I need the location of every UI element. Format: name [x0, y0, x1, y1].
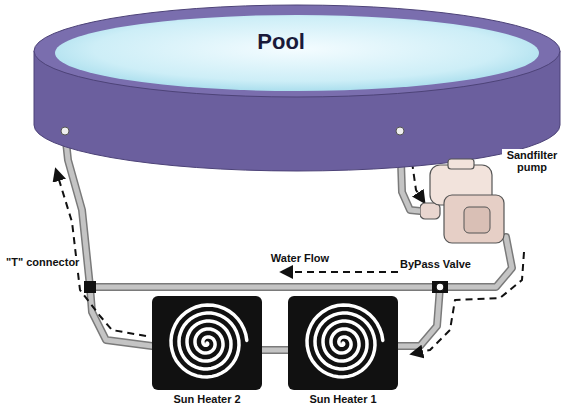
pipe-connector	[56, 132, 152, 346]
pipe-connector	[262, 350, 288, 351]
pump-node: Sandfilter pump	[420, 155, 560, 250]
heater-label: Sun Heater 1	[309, 393, 376, 405]
heater-node: Sun Heater 2	[152, 296, 262, 408]
pipe-connector	[398, 237, 524, 354]
heater-label: Sun Heater 2	[173, 393, 240, 405]
valve-label: ByPass Valve	[398, 258, 473, 270]
pool-illustration	[33, 3, 561, 175]
bypass-valve-knob	[436, 283, 444, 291]
bypass-valve-body	[432, 281, 448, 293]
pool-label: Pool	[257, 29, 305, 55]
flow-label: Water Flow	[269, 252, 331, 264]
connector-label: "T" connector	[4, 256, 81, 268]
pool-node: Pool	[33, 3, 561, 175]
heater-node: Sun Heater 1	[288, 296, 398, 408]
water-flow-arrow	[282, 271, 398, 273]
t-connector-symbol	[84, 281, 96, 293]
solar-heater-panel	[288, 296, 398, 390]
pump-label: Sandfilter pump	[502, 149, 562, 173]
bypass-pipe-outline	[90, 283, 440, 291]
solar-heater-panel	[152, 296, 262, 390]
bypass-pipe	[90, 285, 440, 290]
